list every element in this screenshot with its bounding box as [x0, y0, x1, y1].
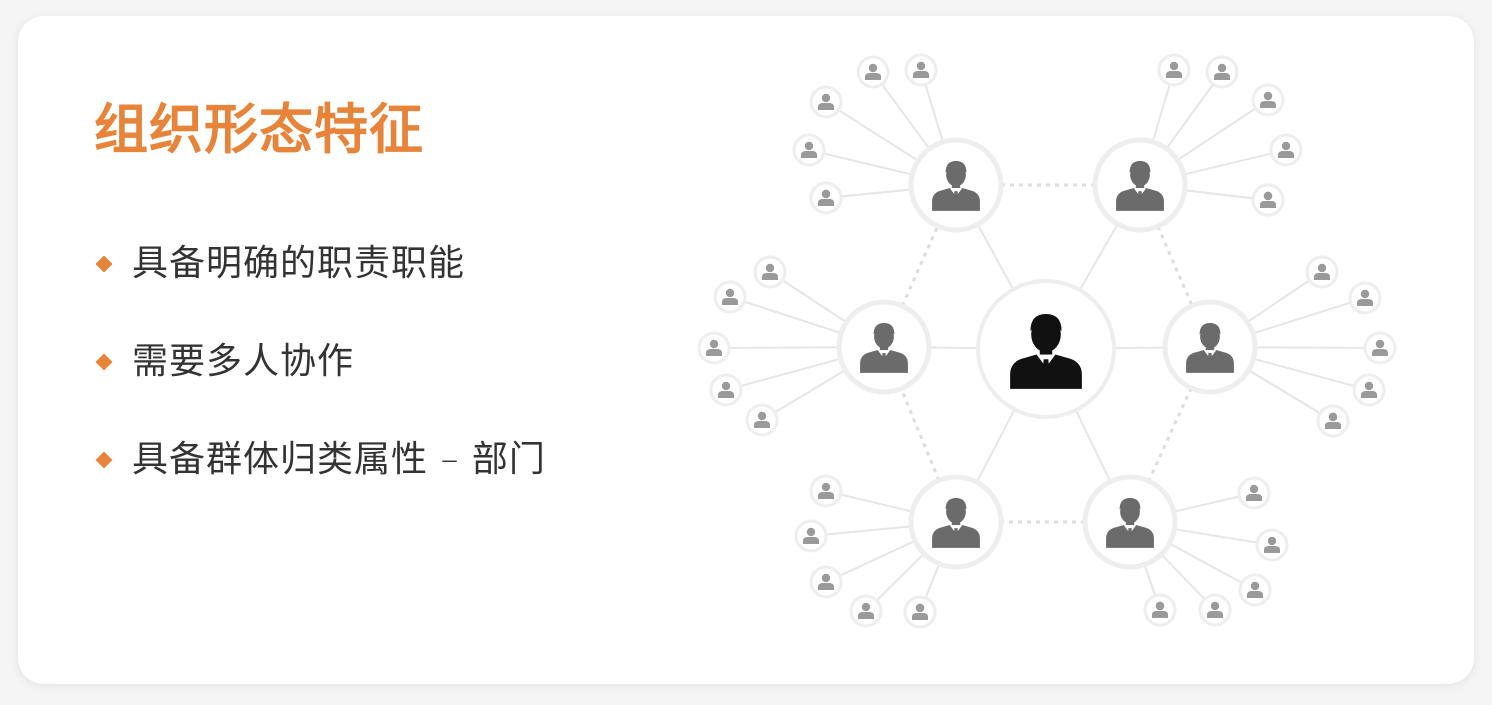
person-icon: [1325, 412, 1341, 429]
bullet-item: 具备群体归类属性 – 部门: [94, 432, 546, 530]
person-icon: [1214, 63, 1230, 80]
businessman-icon: [1010, 314, 1082, 389]
person-icon: [754, 411, 770, 428]
person-icon: [1152, 601, 1168, 618]
person-icon: [818, 93, 834, 110]
person-icon: [913, 61, 929, 78]
person-icon: [1357, 289, 1373, 306]
businessman-icon: [860, 323, 908, 373]
person-icon: [718, 381, 734, 398]
organization-network-diagram: [697, 53, 1397, 629]
person-icon: [1207, 601, 1223, 618]
person-icon: [1246, 484, 1262, 501]
bullet-item: 具备明确的职责职能: [94, 236, 546, 334]
diamond-bullet-icon: [95, 451, 113, 469]
bullet-text: 需要多人协作: [132, 341, 355, 382]
person-icon: [1278, 141, 1294, 158]
person-icon: [722, 288, 738, 305]
businessman-icon: [1186, 323, 1234, 373]
person-icon: [1260, 191, 1276, 208]
bullet-text: 具备明确的职责职能: [132, 243, 466, 284]
person-icon: [803, 527, 819, 544]
person-icon: [706, 339, 722, 356]
person-icon: [1264, 536, 1280, 553]
person-icon: [1260, 91, 1276, 108]
person-icon: [762, 263, 778, 280]
person-icon: [1166, 61, 1182, 78]
person-icon: [818, 189, 834, 206]
bullet-list: 具备明确的职责职能 需要多人协作 具备群体归类属性 – 部门: [94, 236, 546, 530]
diamond-bullet-icon: [95, 353, 113, 371]
person-icon: [1372, 339, 1388, 356]
person-icon: [912, 603, 928, 620]
person-icon: [858, 602, 874, 619]
bullet-item: 需要多人协作: [94, 334, 546, 432]
person-icon: [801, 141, 817, 158]
person-icon: [818, 482, 834, 499]
bullet-text: 具备群体归类属性 – 部门: [132, 439, 546, 480]
businessman-icon: [932, 498, 980, 548]
person-icon: [818, 573, 834, 590]
person-icon: [1361, 381, 1377, 398]
businessman-icon: [932, 161, 980, 211]
businessman-icon: [1116, 161, 1164, 211]
person-icon: [1247, 581, 1263, 598]
page-title: 组织形态特征: [94, 98, 424, 161]
person-icon: [865, 63, 881, 80]
diamond-bullet-icon: [95, 255, 113, 273]
person-icon: [1314, 263, 1330, 280]
businessman-icon: [1106, 498, 1154, 548]
